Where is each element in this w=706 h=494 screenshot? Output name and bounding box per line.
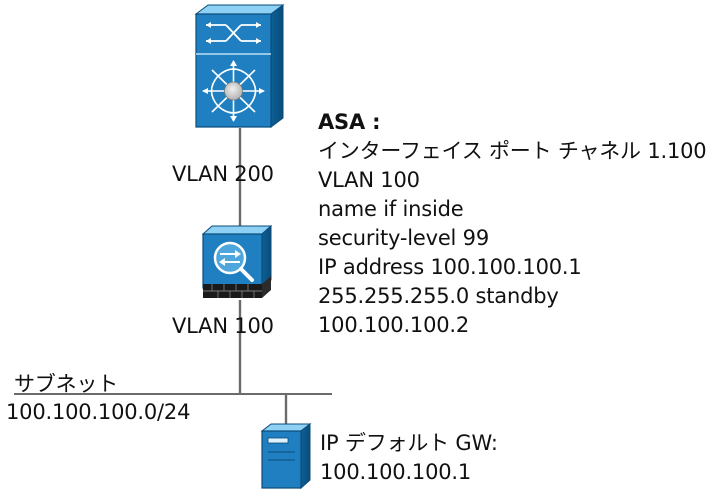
asa-config-line: インターフェイス ポート チャネル 1.100 (318, 139, 706, 163)
default-gateway-value: 100.100.100.1 (320, 460, 472, 484)
asa-config-line: 100.100.100.2 (318, 313, 470, 337)
downlink-vlan-label: VLAN 100 (172, 314, 274, 338)
switch-icon (194, 4, 285, 128)
asa-config-block: ASA : インターフェイス ポート チャネル 1.100 VLAN 100 n… (318, 108, 706, 340)
default-gateway-label: IP デフォルト GW: (320, 431, 498, 455)
asa-config-title: ASA : (318, 110, 381, 134)
uplink-vlan-label: VLAN 200 (172, 162, 274, 186)
subnet-label: サブネット (14, 372, 118, 396)
subnet-value: 100.100.100.0/24 (6, 400, 191, 424)
asa-firewall-icon (201, 224, 273, 298)
asa-config-line: security-level 99 (318, 226, 489, 250)
asa-config-line: name if inside (318, 197, 464, 221)
connection-lines (14, 128, 332, 428)
asa-config-line: VLAN 100 (318, 168, 420, 192)
asa-config-line: 255.255.255.0 standby (318, 284, 559, 308)
server-icon (260, 422, 312, 490)
asa-config-line: IP address 100.100.100.1 (318, 255, 582, 279)
